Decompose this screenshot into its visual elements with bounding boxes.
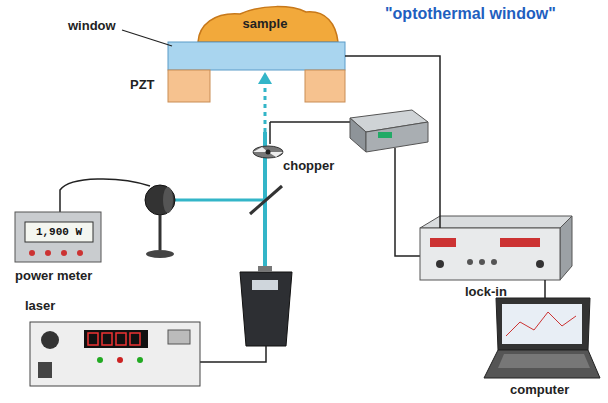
controller-side xyxy=(350,118,366,152)
sample-blob xyxy=(198,7,338,42)
laptop-base xyxy=(484,350,600,378)
part-label: PZT xyxy=(130,77,155,92)
sample-node: sample xyxy=(198,6,332,40)
lockin-top xyxy=(420,216,572,228)
signal-cable xyxy=(544,280,546,298)
chopper-blades xyxy=(253,147,283,157)
screen-plot xyxy=(506,312,576,336)
sensor-cable xyxy=(60,179,150,212)
laser-knob xyxy=(41,331,59,349)
controller-display xyxy=(378,132,392,138)
split-beam xyxy=(174,199,265,202)
device-label: chopper xyxy=(283,158,334,173)
power-switch xyxy=(38,362,52,378)
laser-controller xyxy=(30,322,200,386)
sensor-base xyxy=(146,250,174,258)
laser-display xyxy=(84,330,148,348)
power-sensor-face xyxy=(163,187,173,213)
lockin-node: lock-in xyxy=(420,228,560,280)
pzt-right xyxy=(305,70,345,102)
beam-arrowhead xyxy=(258,72,272,84)
laser-head xyxy=(240,272,292,346)
device-label: lock-in xyxy=(465,284,507,299)
chopper-wire xyxy=(270,121,350,123)
pzt-node: PZT xyxy=(168,70,210,102)
device-label: computer xyxy=(510,382,569,397)
power-meter-body xyxy=(15,212,101,262)
laptop-screen-frame xyxy=(496,298,590,350)
meter-reading: 1,900 W xyxy=(36,225,82,240)
lockin-side xyxy=(560,216,572,280)
part-label: window xyxy=(68,18,116,33)
laser-beam-dotted xyxy=(264,82,267,132)
pzt-left xyxy=(168,70,210,102)
diagram-title: "optothermal window" xyxy=(385,5,556,23)
beam-splitter xyxy=(250,186,282,214)
computer-node: computer xyxy=(482,298,600,378)
chopper-wheel xyxy=(253,146,283,158)
laser-node: laser xyxy=(30,322,200,386)
power-sensor-head xyxy=(145,185,175,215)
window-node: window xyxy=(168,42,345,70)
leader-line xyxy=(122,30,172,46)
sensor-post xyxy=(159,215,162,250)
power-meter-display xyxy=(25,222,93,242)
laser-aperture xyxy=(258,266,272,272)
laser-cable xyxy=(200,346,266,362)
chopper-hub xyxy=(266,150,271,155)
lockin-display xyxy=(500,238,540,247)
chopper-wire xyxy=(269,122,271,144)
laptop-screen xyxy=(502,304,582,344)
controller-front xyxy=(366,122,428,152)
signal-cable xyxy=(345,56,440,228)
lockin-front xyxy=(420,228,560,280)
reference-cable xyxy=(395,148,420,256)
chopper-node: chopper xyxy=(253,140,285,162)
window-plate xyxy=(168,42,345,70)
device-label: laser xyxy=(25,298,55,313)
lockin-display xyxy=(430,238,456,247)
sample-label: sample xyxy=(243,16,288,31)
laser-label-plate xyxy=(252,280,278,290)
device-label: power meter xyxy=(15,268,92,283)
laptop-keyboard xyxy=(498,354,590,368)
power-meter-node: 1,900 Wpower meter xyxy=(25,222,93,242)
